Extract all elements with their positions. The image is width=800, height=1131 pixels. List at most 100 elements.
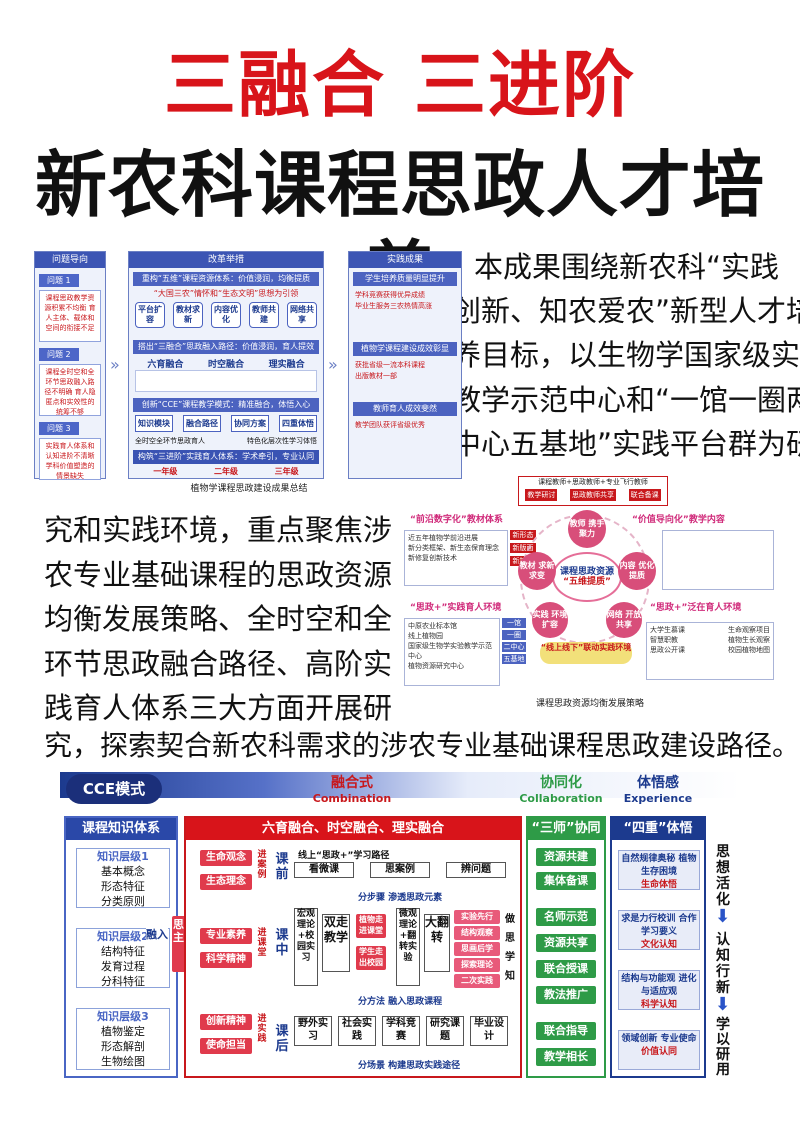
cce-step-1: 知识模块: [135, 415, 173, 432]
result-bar-1: 学生培养质量明显提升: [353, 272, 457, 286]
pre-step-1: 看微课: [294, 862, 354, 878]
col-experience-en: Experience: [623, 792, 693, 805]
node-network: 网络 开放共享: [606, 602, 642, 638]
headline-primary: 三融合三进阶: [0, 40, 800, 130]
cce-step-3: 协同方案: [231, 415, 269, 432]
figure1-caption: 植物学课程思政建设成果总结: [190, 484, 308, 494]
green-bot-1: 联合指导: [536, 1022, 596, 1040]
headline-part-2: 三进阶: [414, 43, 637, 127]
paragraph-line-1: 本成果围绕新农科“实践: [474, 250, 780, 284]
top-tag-2: 思政教师共享: [569, 489, 616, 501]
cce-note-2: 特色化层次性学习体悟: [247, 437, 317, 445]
problem-box-3: 实践育人体系和认知进阶不清晰 学科价值塑造的情景缺失: [39, 438, 101, 480]
right-top-label: “价值导向化”教学内容: [632, 515, 725, 525]
right-vert-3: 学以研用: [716, 1017, 730, 1078]
layer-1: 知识层级1 基本概念 形态特征 分类原则: [76, 848, 170, 908]
left-content-line-1: 近五年植物学前沿进展: [408, 534, 478, 542]
museum-line-1: 中原农业标本馆: [408, 622, 457, 630]
layer-1-item-3: 分类原则: [101, 895, 145, 908]
pre-step-2: 思案例: [370, 862, 430, 878]
top-teacher-label: 课程教师+思政教师+专业飞行教师: [538, 478, 648, 486]
dim-4: 教师共建: [249, 302, 279, 328]
top-tag-row: 教学研讨 思政教师共享 联合备课: [519, 489, 667, 501]
paragraph-line-10: 践育人体系三大方面开展研: [44, 691, 393, 725]
tier-2: 一圈: [502, 630, 526, 640]
problem-text-3: 实践育人体系和认知进阶不清晰 学科价值塑造的情景缺失: [45, 442, 95, 480]
paragraph-line-11: 究，探索契合新农科需求的涉农专业基础课程思政建设路径。: [44, 729, 800, 762]
combination-head: 六育融合、时空融合、理实融合: [186, 818, 520, 840]
collaboration-panel: “三师”协同 资源共建 集体备课 名师示范 资源共享 联合授课 教法推广 联合指…: [526, 816, 606, 1078]
problem-text-1: 课程思政教学资源积累不均衡 育人主体、载体和空间的衔接不足: [44, 294, 96, 332]
pink-4: 探索理论: [454, 958, 500, 972]
node-teacher: 教师 携手聚力: [568, 510, 606, 548]
right-list-3: 思政公开课: [650, 646, 685, 654]
result-line-5: 出版教材一部: [355, 372, 397, 380]
red-tile-6: 使命担当: [200, 1038, 252, 1054]
post-item-4: 研究课题: [426, 1016, 464, 1046]
col-collaboration: 协同化 Collaboration: [516, 776, 606, 806]
problem-tag-3: 问题 3: [39, 422, 79, 435]
layer-3: 知识层级3 植物鉴定 形态解剖 生物绘图: [76, 1008, 170, 1070]
figure2-caption: 课程思政资源均衡发展策略: [535, 699, 644, 709]
mid-item-1: 宏观理论+校园实习: [294, 908, 318, 986]
headline-part-1: 三融合: [163, 43, 386, 127]
problem-column-head: 问题导向: [35, 252, 105, 268]
paragraph-line-5: 中心五基地”实践平台群为研: [452, 427, 800, 461]
measure-column-head: 改革举措: [129, 252, 323, 268]
left-bottom-label: “思政+”实践育人环境: [410, 603, 502, 613]
col-experience-cn: 体悟感: [637, 775, 679, 791]
post-item-3: 学科竞赛: [382, 1016, 420, 1046]
layer-2-item-1: 结构特征: [101, 945, 145, 958]
problem-box-2: 课程全时空和全环节思政融入路径不明确 育人隐匿点和实效性的统筹不够: [39, 364, 101, 416]
cce-banner: [60, 772, 740, 798]
cce-step-2: 融合路径: [183, 415, 221, 432]
down-arrow-icon-1: ⬇: [715, 906, 731, 927]
problem-tag-2: 问题 2: [39, 348, 79, 361]
tier-3: 二中心: [502, 642, 526, 652]
red-tile-5: 创新精神: [200, 1014, 252, 1030]
paragraph-line-4: 教学示范中心和“一馆一圈两: [452, 383, 800, 417]
left-content-line-3: 新修复创新技术: [408, 554, 457, 562]
exp-block-2: 求是力行校训 合作学习要义 文化认知: [618, 910, 700, 950]
dim-2: 教材求新: [173, 302, 203, 328]
stage-row: 一年级 二年级 三年级: [135, 466, 317, 477]
knowledge-panel: 课程知识体系 知识层级1 基本概念 形态特征 分类原则 知识层级2 结构特征 发…: [64, 816, 178, 1078]
green-bot-2: 教学相长: [536, 1048, 596, 1066]
mid-item-4: 大翻转: [424, 914, 450, 972]
into-case: 进案例: [257, 850, 267, 880]
result-line-2: 毕业生服务三农热情高涨: [355, 302, 432, 310]
layer-3-item-3: 生物绘图: [101, 1055, 145, 1068]
knowledge-head: 课程知识体系: [66, 818, 176, 840]
top-teacher-box: 课程教师+思政教师+专业飞行教师 教学研讨 思政教师共享 联合备课: [518, 476, 668, 506]
green-mid-1: 名师示范: [536, 908, 596, 926]
col-collaboration-cn: 协同化: [540, 775, 582, 791]
layer-3-title: 知识层级3: [97, 1010, 149, 1023]
arrow-right-icon-2: »: [328, 355, 338, 374]
exp-tag-2: 文化认知: [640, 940, 677, 950]
pink-side-3: 学: [505, 952, 515, 963]
arrow-right-icon: »: [110, 355, 120, 374]
green-mid-3: 联合授课: [536, 960, 596, 978]
before-class: 课前: [275, 852, 289, 882]
post-item-5: 毕业设计: [470, 1016, 508, 1046]
result-line-3: 获批省级一流本科课程: [355, 361, 425, 369]
left-top-label: “前沿数字化”教材体系: [410, 515, 503, 525]
col-combination-cn: 融合式: [331, 775, 373, 791]
method-path: 分方法 融入思政课程: [358, 997, 443, 1007]
center-sub: “五维提质”: [563, 577, 611, 587]
top-tag-1: 教学研讨: [525, 489, 558, 501]
exp-block-3: 结构与功能观 进化与适应观 科学认知: [618, 970, 700, 1010]
stage-1: 一年级: [153, 467, 178, 476]
pink-5: 二次实践: [454, 974, 500, 988]
cce-note-1: 全时空全环节思政育人: [135, 437, 205, 445]
col-collaboration-en: Collaboration: [519, 792, 603, 805]
problem-box-1: 课程思政教学资源积累不均衡 育人主体、载体和空间的衔接不足: [39, 290, 101, 342]
right-vert-2: 认知行新: [716, 932, 730, 996]
node-textbook: 教材 求新求变: [518, 552, 556, 590]
down-arrow-icon-2: ⬇: [715, 994, 731, 1015]
layer-1-item-2: 形态特征: [101, 880, 145, 893]
right-bottom-label: “思政+”泛在育人环境: [650, 603, 742, 613]
collaboration-head: “三师”协同: [528, 818, 604, 840]
figure-reform-summary: 问题导向 问题 1 课程思政教学资源积累不均衡 育人主体、载体和空间的衔接不足 …: [34, 245, 464, 495]
paragraph-line-6: 究和实践环境，重点聚焦涉: [44, 513, 393, 547]
